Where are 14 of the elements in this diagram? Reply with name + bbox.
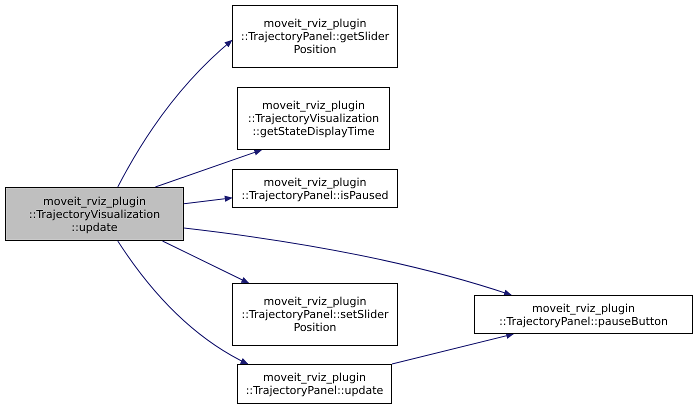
function-box: moveit_rviz_plugin ::TrajectoryPanel::update [237, 364, 392, 404]
arrow [117, 240, 249, 364]
arrow [117, 40, 233, 188]
function-box-highlighted: moveit_rviz_plugin ::TrajectoryVisualization ::update [5, 187, 184, 241]
function-box: moveit_rviz_plugin ::TrajectoryVisualization ::getStateDisplayTime [237, 87, 390, 150]
arrow [392, 332, 514, 364]
function-box: moveit_rviz_plugin ::TrajectoryPanel::getSlider Position [232, 5, 398, 68]
arrow [184, 228, 512, 296]
arrow [184, 196, 233, 204]
function-box: moveit_rviz_plugin ::TrajectoryPanel::setSlider Position [232, 283, 398, 346]
arrow [162, 240, 250, 284]
arrow [154, 149, 262, 188]
function-box: moveit_rviz_plugin ::TrajectoryPanel::isPaused [232, 169, 398, 208]
function-box: moveit_rviz_plugin ::TrajectoryPanel::pauseButton [474, 295, 693, 334]
